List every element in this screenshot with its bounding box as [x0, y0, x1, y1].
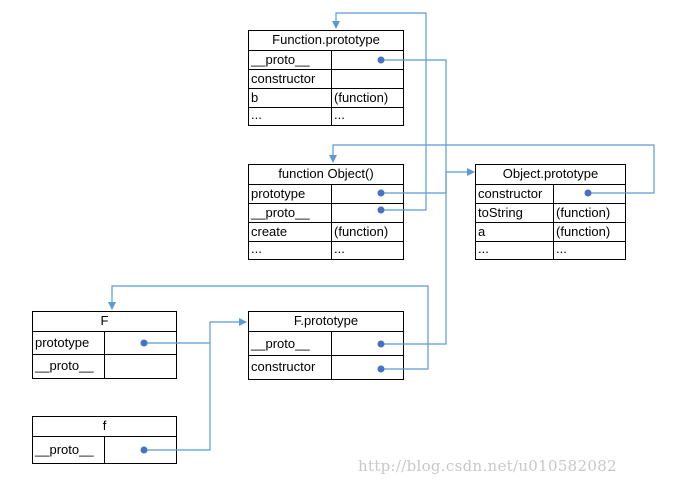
object-prototype-row-more: ... ... [476, 242, 625, 259]
F-prototype-row-proto: __proto__ [249, 332, 403, 356]
row-key: prototype [249, 185, 332, 203]
function-prototype-title: Function.prototype [249, 31, 403, 51]
row-value: (function) [556, 205, 611, 220]
F-prototype-box: F.prototype __proto__ constructor [248, 311, 404, 380]
object-prototype-to-object-prototype-connector [381, 168, 475, 194]
object-proto-to-function-prototype-connector [332, 12, 427, 211]
row-key: create [249, 223, 332, 241]
function-prototype-row-more: ... ... [249, 108, 403, 125]
function-object-prototype-dot [377, 189, 385, 197]
F-prototype-dot [140, 339, 148, 347]
function-prototype-row-constructor: constructor [249, 70, 403, 89]
function-object-proto-dot [377, 206, 385, 214]
row-key: constructor [249, 356, 332, 379]
row-value: ... [334, 108, 345, 122]
F-title: F [33, 312, 176, 332]
f-proto-connector [144, 343, 211, 451]
row-key: constructor [249, 70, 332, 88]
row-key: prototype [33, 332, 105, 354]
row-key: __proto__ [33, 355, 105, 378]
row-key: ... [476, 242, 554, 259]
row-key: __proto__ [249, 51, 332, 69]
F-prototype-proto-connector [381, 193, 447, 345]
F-prototype-title: F.prototype [249, 312, 403, 332]
function-prototype-proto-dot [377, 56, 385, 64]
row-key: b [249, 89, 332, 107]
F-row-prototype: prototype [33, 332, 176, 355]
row-key: constructor [476, 185, 554, 203]
F-box: F prototype __proto__ [32, 311, 177, 379]
F-prototype-link-connector [144, 318, 247, 344]
F-prototype-proto-dot [377, 340, 385, 348]
row-key: ... [249, 242, 332, 259]
row-key: __proto__ [249, 204, 332, 222]
object-prototype-title: Object.prototype [476, 165, 625, 185]
f-proto-dot [140, 446, 148, 454]
f-title: f [33, 417, 176, 437]
row-key: __proto__ [249, 332, 332, 355]
function-object-row-proto: __proto__ [249, 204, 403, 223]
F-prototype-constructor-dot [377, 365, 385, 373]
f-row-proto: __proto__ [33, 437, 176, 463]
row-key: a [476, 223, 554, 241]
object-prototype-constructor-dot [584, 189, 592, 197]
function-object-title: function Object() [249, 165, 403, 185]
function-object-row-create: create (function) [249, 223, 403, 242]
function-prototype-row-b: b (function) [249, 89, 403, 108]
object-prototype-row-constructor: constructor [476, 185, 625, 204]
object-prototype-row-tostring: toString (function) [476, 204, 625, 223]
row-value: ... [556, 242, 567, 256]
row-key: ... [249, 108, 332, 125]
watermark: http://blog.csdn.net/u010582082 [358, 457, 617, 475]
F-row-proto: __proto__ [33, 355, 176, 378]
F-prototype-constructor-connector [108, 285, 429, 370]
row-key: __proto__ [33, 437, 105, 463]
object-prototype-constructor-connector [329, 144, 655, 194]
function-prototype-box: Function.prototype __proto__ constructor… [248, 30, 404, 126]
object-prototype-box: Object.prototype constructor toString (f… [475, 164, 626, 260]
row-value: (function) [334, 90, 389, 105]
function-object-row-more: ... ... [249, 242, 403, 259]
object-prototype-row-a: a (function) [476, 223, 625, 242]
row-key: toString [476, 204, 554, 222]
function-prototype-row-proto: __proto__ [249, 51, 403, 70]
row-value: (function) [556, 224, 611, 239]
row-value: ... [334, 242, 345, 256]
row-value: (function) [334, 224, 389, 239]
function-object-row-prototype: prototype [249, 185, 403, 204]
F-prototype-row-constructor: constructor [249, 356, 403, 379]
function-object-box: function Object() prototype __proto__ cr… [248, 164, 404, 260]
function-prototype-proto-connector [381, 59, 447, 193]
f-box: f __proto__ [32, 416, 177, 464]
